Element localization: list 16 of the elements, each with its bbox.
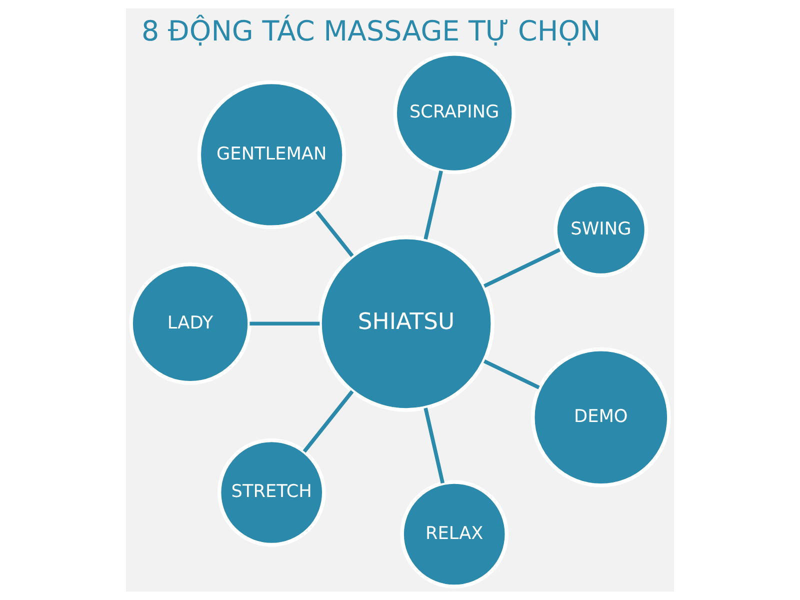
connector (424, 408, 445, 484)
node-circle: GENTLEMAN (197, 80, 346, 230)
diagram-title: 8 ĐỘNG TÁC MASSAGE TỰ CHỌN (141, 14, 601, 48)
connector (424, 170, 443, 240)
connector (250, 322, 320, 326)
node-circle: DEMO (530, 347, 671, 488)
connector (484, 360, 540, 390)
node-circle: SCRAPING (393, 52, 516, 174)
node-circle: RELAX (400, 480, 509, 588)
connector (484, 248, 561, 288)
connector (315, 210, 354, 258)
node-circle: SHIATSU (318, 235, 494, 412)
node-circle: STRETCH (217, 438, 326, 547)
connector (302, 390, 354, 453)
node-circle: SWING (554, 182, 648, 278)
node-circle: LADY (129, 262, 252, 385)
